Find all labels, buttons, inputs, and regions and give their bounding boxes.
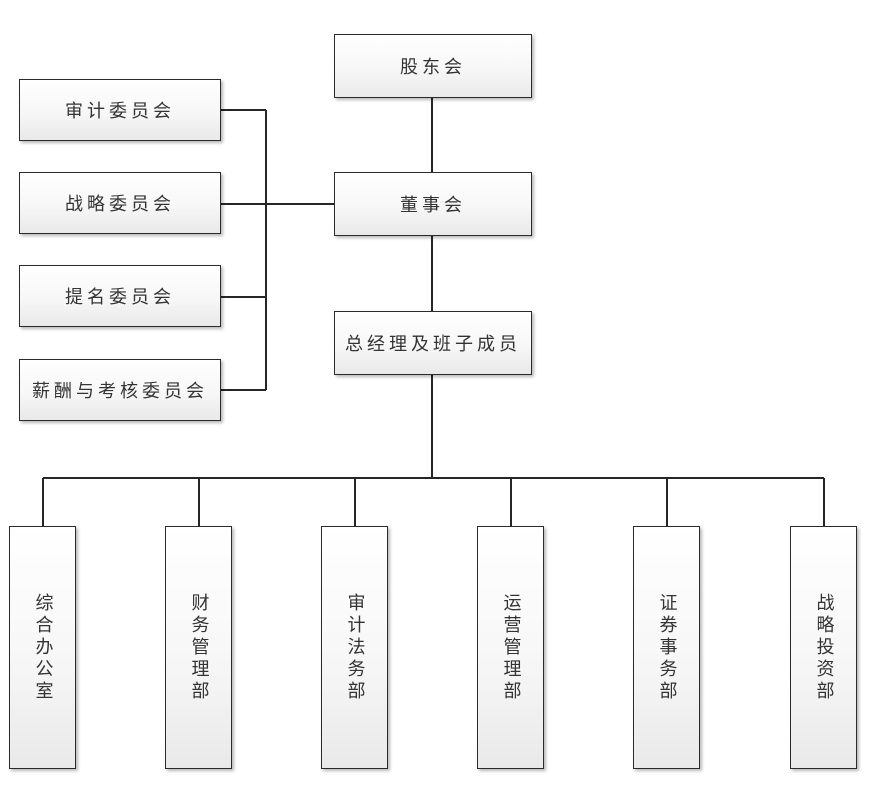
node-committee-compensation: 薪酬与考核委员会 — [19, 359, 221, 421]
node-shareholders: 股东会 — [334, 34, 532, 98]
node-general-manager: 总经理及班子成员 — [334, 311, 532, 375]
node-department-finance: 财务管理部 — [165, 526, 232, 769]
node-committee-audit: 审计委员会 — [19, 79, 221, 141]
node-committee-strategy: 战略委员会 — [19, 172, 221, 234]
node-department-operations: 运营管理部 — [477, 526, 544, 769]
node-department-strategic-investment: 战略投资部 — [790, 526, 857, 769]
node-committee-nomination: 提名委员会 — [19, 265, 221, 327]
node-department-securities: 证券事务部 — [633, 526, 700, 769]
node-board: 董事会 — [334, 172, 532, 236]
node-department-general-office: 综合办公室 — [9, 526, 76, 769]
node-department-audit-legal: 审计法务部 — [321, 526, 388, 769]
